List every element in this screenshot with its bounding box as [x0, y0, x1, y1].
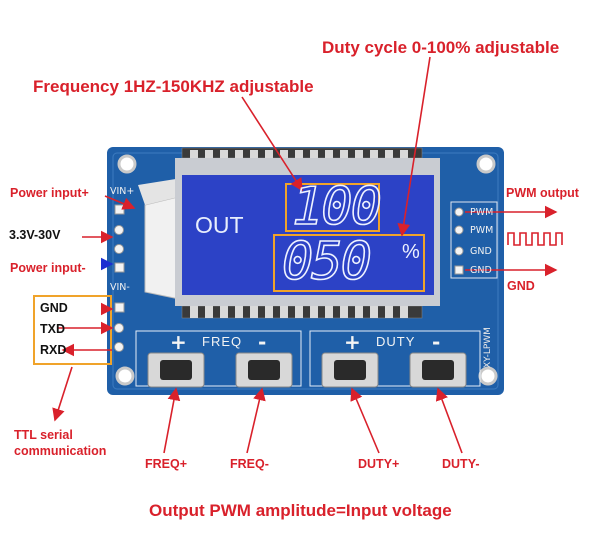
label-freq-plus: FREQ+	[145, 457, 188, 471]
button-freq-plus	[147, 352, 205, 388]
silk-gnd-2: GND	[470, 265, 492, 276]
mounting-hole-tr	[476, 154, 496, 174]
lcd-frequency-value: 100	[291, 177, 383, 237]
silk-duty-plus: +	[344, 330, 361, 354]
silk-pwm-2: PWM	[470, 225, 494, 236]
label-ttl-communication: communication	[14, 444, 107, 458]
silk-model: XY-LPWM	[483, 327, 493, 368]
silk-duty: DUTY	[376, 334, 416, 349]
button-duty-minus	[409, 352, 467, 388]
label-power-plus: Power input+	[10, 186, 89, 200]
button-freq-minus	[235, 352, 293, 388]
silk-freq: FREQ	[202, 334, 243, 349]
duty-cycle-heading: Duty cycle 0-100% adjustable	[322, 38, 560, 57]
silk-freq-minus: -	[258, 330, 267, 354]
mounting-hole-bl	[115, 366, 135, 386]
label-gnd-output: GND	[507, 279, 535, 293]
pwm-wave-icon	[507, 232, 563, 246]
duty-highlight	[273, 234, 425, 292]
label-duty-minus: DUTY-	[442, 457, 480, 471]
label-txd: TXD	[40, 322, 65, 336]
label-gnd-ttl: GND	[40, 301, 68, 315]
label-power-minus: Power input-	[10, 261, 86, 275]
label-duty-plus: DUTY+	[358, 457, 400, 471]
lcd-duty-value: 050	[281, 232, 373, 292]
label-rxd: RXD	[40, 343, 67, 357]
frequency-heading: Frequency 1HZ-150KHZ adjustable	[33, 77, 314, 96]
silk-pwm-1: PWM	[470, 207, 494, 218]
footer-note: Output PWM amplitude=Input voltage	[149, 501, 452, 520]
silk-duty-minus: -	[432, 330, 441, 354]
lcd-percent-sign: %	[402, 241, 420, 263]
silk-freq-plus: +	[170, 330, 187, 354]
label-freq-minus: FREQ-	[230, 457, 269, 471]
label-ttl-serial: TTL serial	[14, 428, 73, 442]
mounting-hole-tl	[117, 154, 137, 174]
silk-vin-plus: VIN+	[110, 186, 135, 197]
lcd-out-label: OUT	[195, 212, 244, 238]
silk-vin-minus: VIN-	[110, 282, 130, 293]
label-voltage-range: 3.3V-30V	[9, 228, 61, 242]
freq-highlight	[285, 183, 380, 232]
label-pwm-output: PWM output	[506, 186, 579, 200]
silk-gnd-1: GND	[470, 246, 492, 257]
button-duty-plus	[321, 352, 379, 388]
mounting-hole-br	[478, 366, 498, 386]
